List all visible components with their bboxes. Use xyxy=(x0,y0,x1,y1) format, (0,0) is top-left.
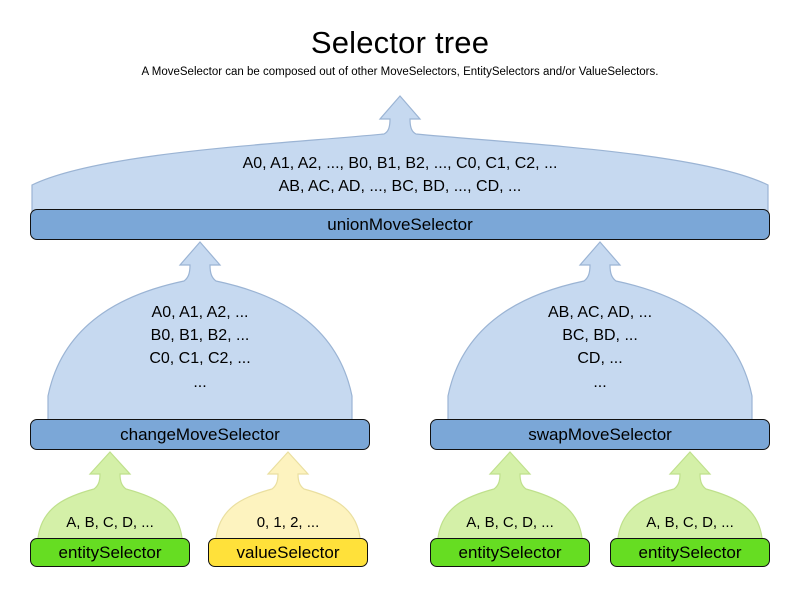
page-subtitle: A MoveSelector can be composed out of ot… xyxy=(141,66,659,78)
node-entity-selector-3[interactable]: entitySelector xyxy=(610,538,770,567)
node-change-move-selector[interactable]: changeMoveSelector xyxy=(30,419,370,450)
node-entity-selector-2-label: entitySelector xyxy=(458,543,562,562)
node-entity-selector-3-label: entitySelector xyxy=(638,543,742,562)
entity-selector-2-body xyxy=(437,451,583,553)
swap-move-selector-body xyxy=(447,241,753,422)
node-entity-selector-1-label: entitySelector xyxy=(58,543,162,562)
union-move-selector-body xyxy=(31,95,769,215)
node-swap-move-selector-label: swapMoveSelector xyxy=(528,425,672,444)
node-value-selector-1[interactable]: valueSelector xyxy=(208,538,368,567)
value-selector-1-body xyxy=(215,451,361,553)
change-move-selector-body xyxy=(47,241,353,422)
page-title: Selector tree xyxy=(310,25,490,60)
node-entity-selector-2[interactable]: entitySelector xyxy=(430,538,590,567)
node-value-selector-1-label: valueSelector xyxy=(236,543,340,562)
node-union-move-selector-label: unionMoveSelector xyxy=(327,215,473,234)
node-change-move-selector-label: changeMoveSelector xyxy=(120,425,280,444)
entity-selector-3-body xyxy=(617,451,763,553)
entity-selector-1-body xyxy=(37,451,183,553)
node-swap-move-selector[interactable]: swapMoveSelector xyxy=(430,419,770,450)
node-union-move-selector[interactable]: unionMoveSelector xyxy=(30,209,770,240)
node-entity-selector-1[interactable]: entitySelector xyxy=(30,538,190,567)
